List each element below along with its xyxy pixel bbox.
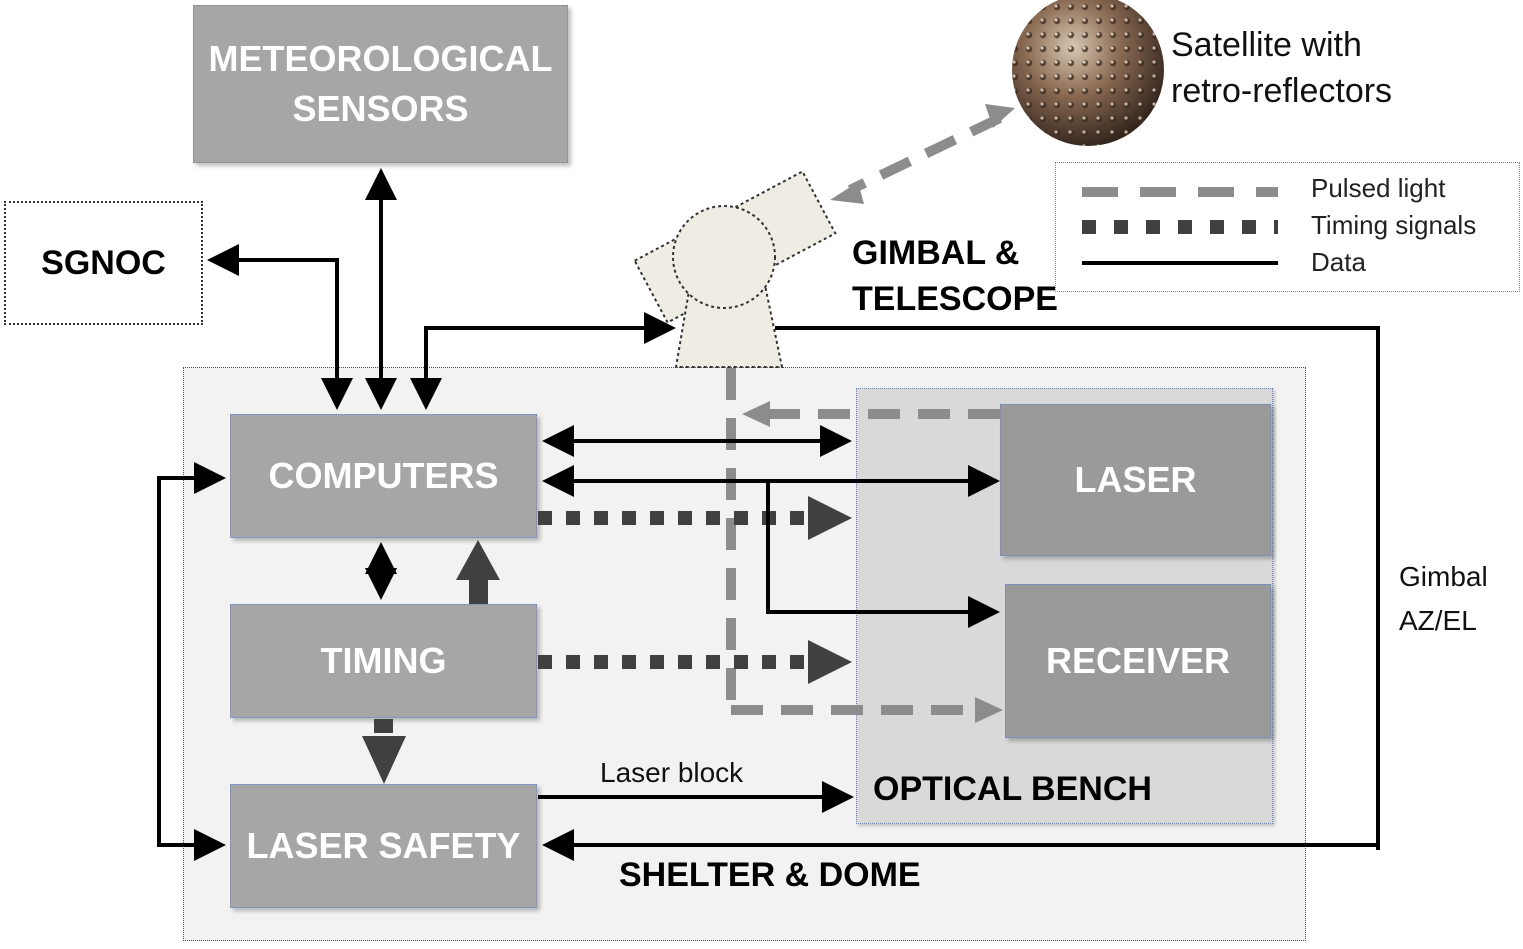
gimbal-telescope-label: GIMBAL & TELESCOPE: [852, 230, 1058, 322]
legend: Pulsed light Timing signals Data: [1055, 162, 1520, 292]
gimbal-azel-line1: Gimbal: [1399, 561, 1488, 592]
laser-label: LASER: [1074, 458, 1197, 500]
gimbal-telescope-icon: [633, 170, 837, 368]
timing-label: TIMING: [320, 639, 447, 681]
gimbal-label-line2: TELESCOPE: [852, 280, 1058, 318]
laser-safety-box[interactable]: LASER SAFETY: [230, 784, 537, 908]
computers-box[interactable]: COMPUTERS: [230, 414, 537, 538]
shelter-dome-label: SHELTER & DOME: [619, 856, 921, 894]
computers-label: COMPUTERS: [268, 454, 499, 496]
gimbal-azel-line2: AZ/EL: [1399, 605, 1477, 636]
optical-bench-label: OPTICAL BENCH: [873, 770, 1152, 808]
laser-block-label: Laser block: [600, 757, 744, 788]
sgnoc-label: SGNOC: [41, 243, 166, 282]
meteorological-sensors-label: METEOROLOGICAL SENSORS: [208, 37, 553, 129]
receiver-label: RECEIVER: [1045, 639, 1231, 681]
sgnoc-box[interactable]: SGNOC: [4, 201, 203, 325]
laser-box[interactable]: LASER: [1000, 404, 1271, 556]
gimbal-azel-label: Gimbal AZ/EL: [1399, 555, 1488, 643]
satellite-icon: [1012, 0, 1164, 146]
meteorological-sensors-box[interactable]: METEOROLOGICAL SENSORS: [193, 5, 568, 163]
legend-timing-label: Timing signals: [1311, 210, 1477, 240]
legend-swatches: [1082, 187, 1278, 265]
gimbal-label-line1: GIMBAL &: [852, 234, 1020, 272]
receiver-box[interactable]: RECEIVER: [1005, 584, 1271, 738]
satellite-caption-line1: Satellite with: [1171, 26, 1362, 64]
satellite-caption: Satellite with retro-reflectors: [1171, 22, 1392, 114]
timing-signal-paths: [362, 496, 852, 784]
timing-box[interactable]: TIMING: [230, 604, 537, 718]
legend-pulsed-label: Pulsed light: [1311, 173, 1446, 203]
data-paths: [157, 168, 1380, 861]
legend-data-label: Data: [1311, 247, 1366, 277]
laser-safety-label: LASER SAFETY: [246, 824, 521, 866]
satellite-caption-line2: retro-reflectors: [1171, 72, 1393, 110]
